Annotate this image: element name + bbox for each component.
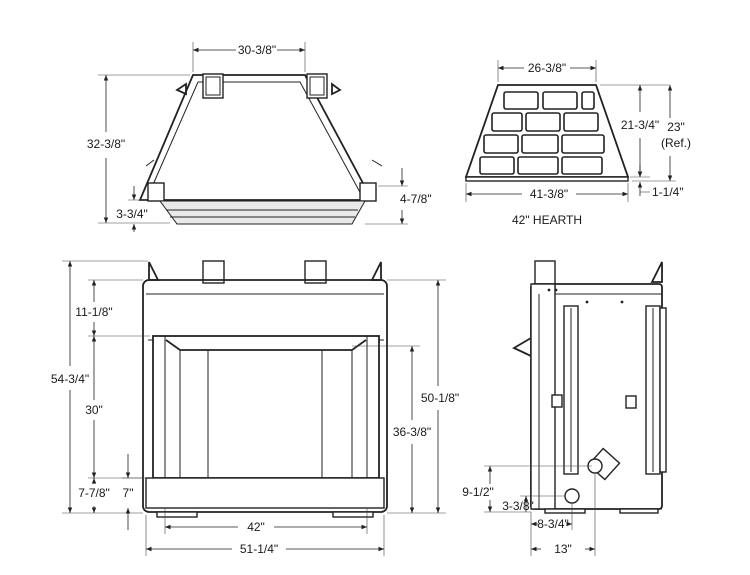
side-view-gas-low-label: 3-3/8" (502, 499, 534, 513)
top-view-front-bracket-right (359, 182, 377, 202)
front-view-fin-right (370, 261, 382, 281)
hearth-ref-note: (Ref.) (661, 136, 691, 150)
side-view-gas-height-label: 9-1/2" (462, 485, 494, 499)
side-view-gas-knockout-lower (564, 488, 580, 504)
top-view-inner-line-left (147, 81, 199, 197)
top-view-depth-label: 32-3/8" (87, 137, 125, 151)
front-view-firebox-opening (152, 335, 380, 479)
hearth-caption: 42" HEARTH (512, 213, 582, 227)
front-view-opening-width-label: 42" (247, 520, 265, 534)
top-view-ear-left (175, 82, 187, 96)
top-view-rear-collar-left (202, 73, 224, 99)
top-view: 30-3/8" 32-3/8" 3-3/4" 4-7/8" (87, 42, 432, 232)
top-view-body-outline (138, 74, 374, 201)
front-view-bottom-inner-label: 7" (123, 486, 134, 500)
side-view-bracket-right (625, 395, 637, 409)
side-view-depth-label: 13" (554, 542, 572, 556)
front-view-bottom-left-label: 7-7/8" (78, 486, 110, 500)
top-view-ear-right (331, 82, 342, 96)
front-view-right-height-label: 50-1/8" (421, 391, 459, 405)
hearth-view: 26-3/8" 41-3/8" 21-3/4" 23" (Ref.) 1-1/4… (464, 60, 691, 227)
top-view-front-bracket-left (147, 182, 165, 202)
hearth-base-label: 1-1/4" (652, 185, 684, 199)
front-view-overall-height-label: 54-3/4" (51, 372, 89, 386)
front-view-fin-left (148, 261, 160, 281)
front-view-opening-height-label: 30" (85, 403, 103, 417)
top-view-width-label: 30-3/8" (238, 43, 276, 57)
hearth-height-label: 21-3/4" (621, 118, 659, 132)
top-view-inner-line (198, 81, 363, 197)
top-view-rear-collar-right (306, 73, 328, 99)
front-view-collar-left (202, 260, 225, 284)
front-view-top-band-label: 11-1/8" (75, 305, 112, 319)
front-view-back-wall (165, 339, 367, 351)
front-view: 54-3/4" 11-1/8" 30" 7-7/8" 7" 42" 51-1/4… (51, 260, 459, 556)
front-view-inner-right-label: 36-3/8" (393, 425, 431, 439)
top-view-rear-offset-label: 3-3/4" (116, 207, 148, 221)
front-view-rear-panel (207, 349, 323, 479)
top-view-side-offset-label: 4-7/8" (400, 192, 432, 206)
side-view-bracket-left (551, 394, 563, 408)
hearth-bricks (479, 91, 605, 175)
hearth-top-width-label: 26-3/8" (528, 61, 566, 75)
front-view-collar-right (304, 260, 327, 284)
front-view-hearth-band (145, 477, 385, 509)
side-view-fin (650, 261, 663, 283)
top-view-front-lip (159, 200, 366, 225)
front-view-overall-width-label: 51-1/4" (240, 542, 278, 556)
side-view-nose (512, 337, 532, 357)
hearth-base-strip (465, 176, 629, 182)
hearth-bottom-width-label: 41-3/8" (530, 187, 568, 201)
side-view: 9-1/2" 3-3/8" 8-3/4" 13" (462, 260, 667, 556)
hearth-ref-height-label: 23" (667, 120, 685, 134)
side-view-gas-offset-label: 8-3/4" (537, 517, 569, 531)
